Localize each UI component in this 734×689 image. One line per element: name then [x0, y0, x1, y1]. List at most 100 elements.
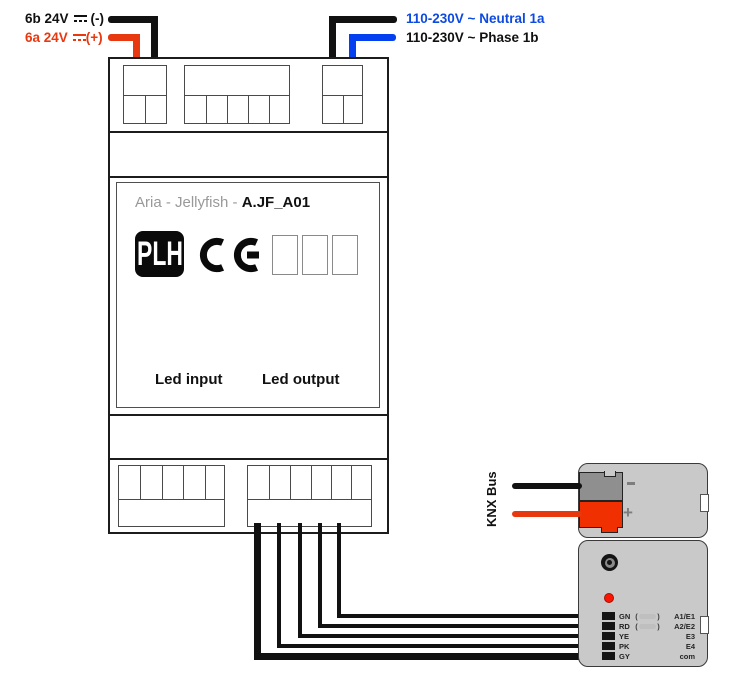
dc-positive-polarity: (+) [85, 30, 103, 45]
device-section-divider [110, 414, 387, 416]
terminal-block-bottom-right [247, 465, 372, 527]
terminal-divider [269, 95, 270, 123]
terminal-divider [162, 466, 163, 499]
knx-terminal-clamp [602, 642, 615, 650]
ac-phase-wire-horizontal [349, 33, 396, 41]
led-dimmer-device [108, 57, 389, 534]
device-label-box [116, 182, 380, 408]
terminal-divider [331, 466, 332, 499]
terminal-divider [343, 95, 344, 123]
terminal-divider [145, 95, 146, 123]
knx-bus-wire-red [512, 511, 582, 517]
dc-positive-label: 6a 24V (+) [25, 30, 103, 45]
terminal-divider [206, 95, 207, 123]
knx-rail-notch [700, 616, 709, 634]
terminal-wire-label: GY [619, 651, 630, 661]
control-wire-pk-horizontal [277, 644, 608, 648]
certification-box [332, 235, 358, 275]
control-wire-gy-vertical [253, 523, 261, 660]
knx-terminal-row: YE E3 [619, 631, 695, 641]
terminal-wire-label: GN [619, 611, 631, 621]
knx-rail-notch [700, 494, 709, 512]
dc-symbol-icon [73, 14, 87, 24]
knx-plus-label: + [623, 503, 633, 522]
ce-mark-icon [199, 237, 259, 273]
control-wire-gn-horizontal [337, 614, 608, 618]
terminal-divider [185, 95, 289, 96]
knx-terminal-clamp [602, 612, 615, 620]
knx-status-led [604, 593, 614, 603]
knx-terminal-clamp [602, 632, 615, 640]
terminal-divider [290, 466, 291, 499]
device-section-divider [110, 458, 387, 460]
knx-terminal-clamp [602, 652, 615, 660]
knx-terminal-row: PK E4 [619, 641, 695, 651]
terminal-wire-label: PK [619, 641, 630, 651]
device-section-divider [110, 176, 387, 178]
dc-negative-wire-horizontal [108, 16, 157, 23]
terminal-channel-label: E4 [685, 641, 695, 651]
terminal-divider [227, 95, 228, 123]
ac-neutral-wire-vertical [328, 16, 336, 71]
certification-box [302, 235, 328, 275]
device-title-prefix: Aria - Jellyfish - [135, 194, 242, 211]
dc-negative-label: 6b 24V (-) [25, 11, 104, 26]
plh-logo: PLH [135, 231, 184, 277]
knx-bus-wire-black [512, 483, 582, 489]
ac-neutral-label: 110-230V ~ Neutral 1a [406, 11, 545, 26]
ac-phase-wire-vertical [349, 33, 356, 71]
dc-positive-voltage: 6a 24V [25, 30, 68, 45]
terminal-divider [119, 499, 224, 500]
knx-connector-notch [604, 471, 616, 477]
device-model-number: A.JF_A01 [241, 194, 311, 211]
terminal-block-top-middle [184, 65, 290, 124]
terminal-block-top-left [123, 65, 167, 124]
dc-negative-wire-vertical [150, 16, 158, 71]
terminal-divider [183, 466, 184, 499]
control-wire-ye-vertical [298, 523, 302, 638]
device-section-divider [110, 131, 387, 133]
knx-terminal-clamp [602, 622, 615, 630]
control-wire-gy-horizontal [253, 652, 608, 660]
relay-contact-icon [639, 623, 656, 629]
terminal-divider [248, 499, 371, 500]
knx-bus-connector-positive [579, 501, 623, 528]
dc-positive-wire-horizontal [108, 33, 140, 41]
terminal-channel-label: E3 [685, 631, 695, 641]
terminal-divider [311, 466, 312, 499]
terminal-channel-label: A2/E2 [674, 621, 695, 631]
knx-terminal-row: RD()A2/E2 [619, 621, 695, 631]
knx-bus-label: KNX Bus [484, 471, 499, 527]
terminal-channel-label: A1/E1 [674, 611, 695, 621]
device-title: Aria - Jellyfish - A.JF_A01 [135, 194, 310, 211]
terminal-divider [248, 95, 249, 123]
terminal-divider [323, 95, 362, 96]
control-wire-ye-horizontal [298, 634, 608, 638]
terminal-block-top-right [322, 65, 363, 124]
knx-programming-button-core [607, 560, 612, 565]
terminal-divider [351, 466, 352, 499]
certification-box [272, 235, 298, 275]
relay-contact-icon [639, 613, 656, 619]
ac-neutral-wire-horizontal [328, 16, 397, 23]
control-wire-pk-vertical [277, 523, 281, 648]
ac-phase-label: 110-230V ~ Phase 1b [406, 30, 539, 45]
knx-minus-label [627, 482, 635, 485]
terminal-block-bottom-left [118, 465, 225, 527]
dc-positive-wire-vertical [132, 33, 140, 71]
terminal-divider [205, 466, 206, 499]
dc-negative-polarity: (-) [90, 11, 105, 26]
control-wire-gn-vertical [337, 523, 341, 618]
led-input-label: Led input [155, 371, 223, 388]
terminal-wire-label: YE [619, 631, 630, 641]
dc-symbol-icon [72, 33, 86, 43]
connection-line [639, 655, 656, 657]
connection-line [639, 635, 656, 637]
dc-negative-voltage: 6b 24V [25, 11, 69, 26]
control-wire-rd-vertical [318, 523, 322, 628]
terminal-divider [269, 466, 270, 499]
knx-connector-tab [601, 527, 618, 533]
knx-bus-connector-negative [579, 472, 623, 501]
